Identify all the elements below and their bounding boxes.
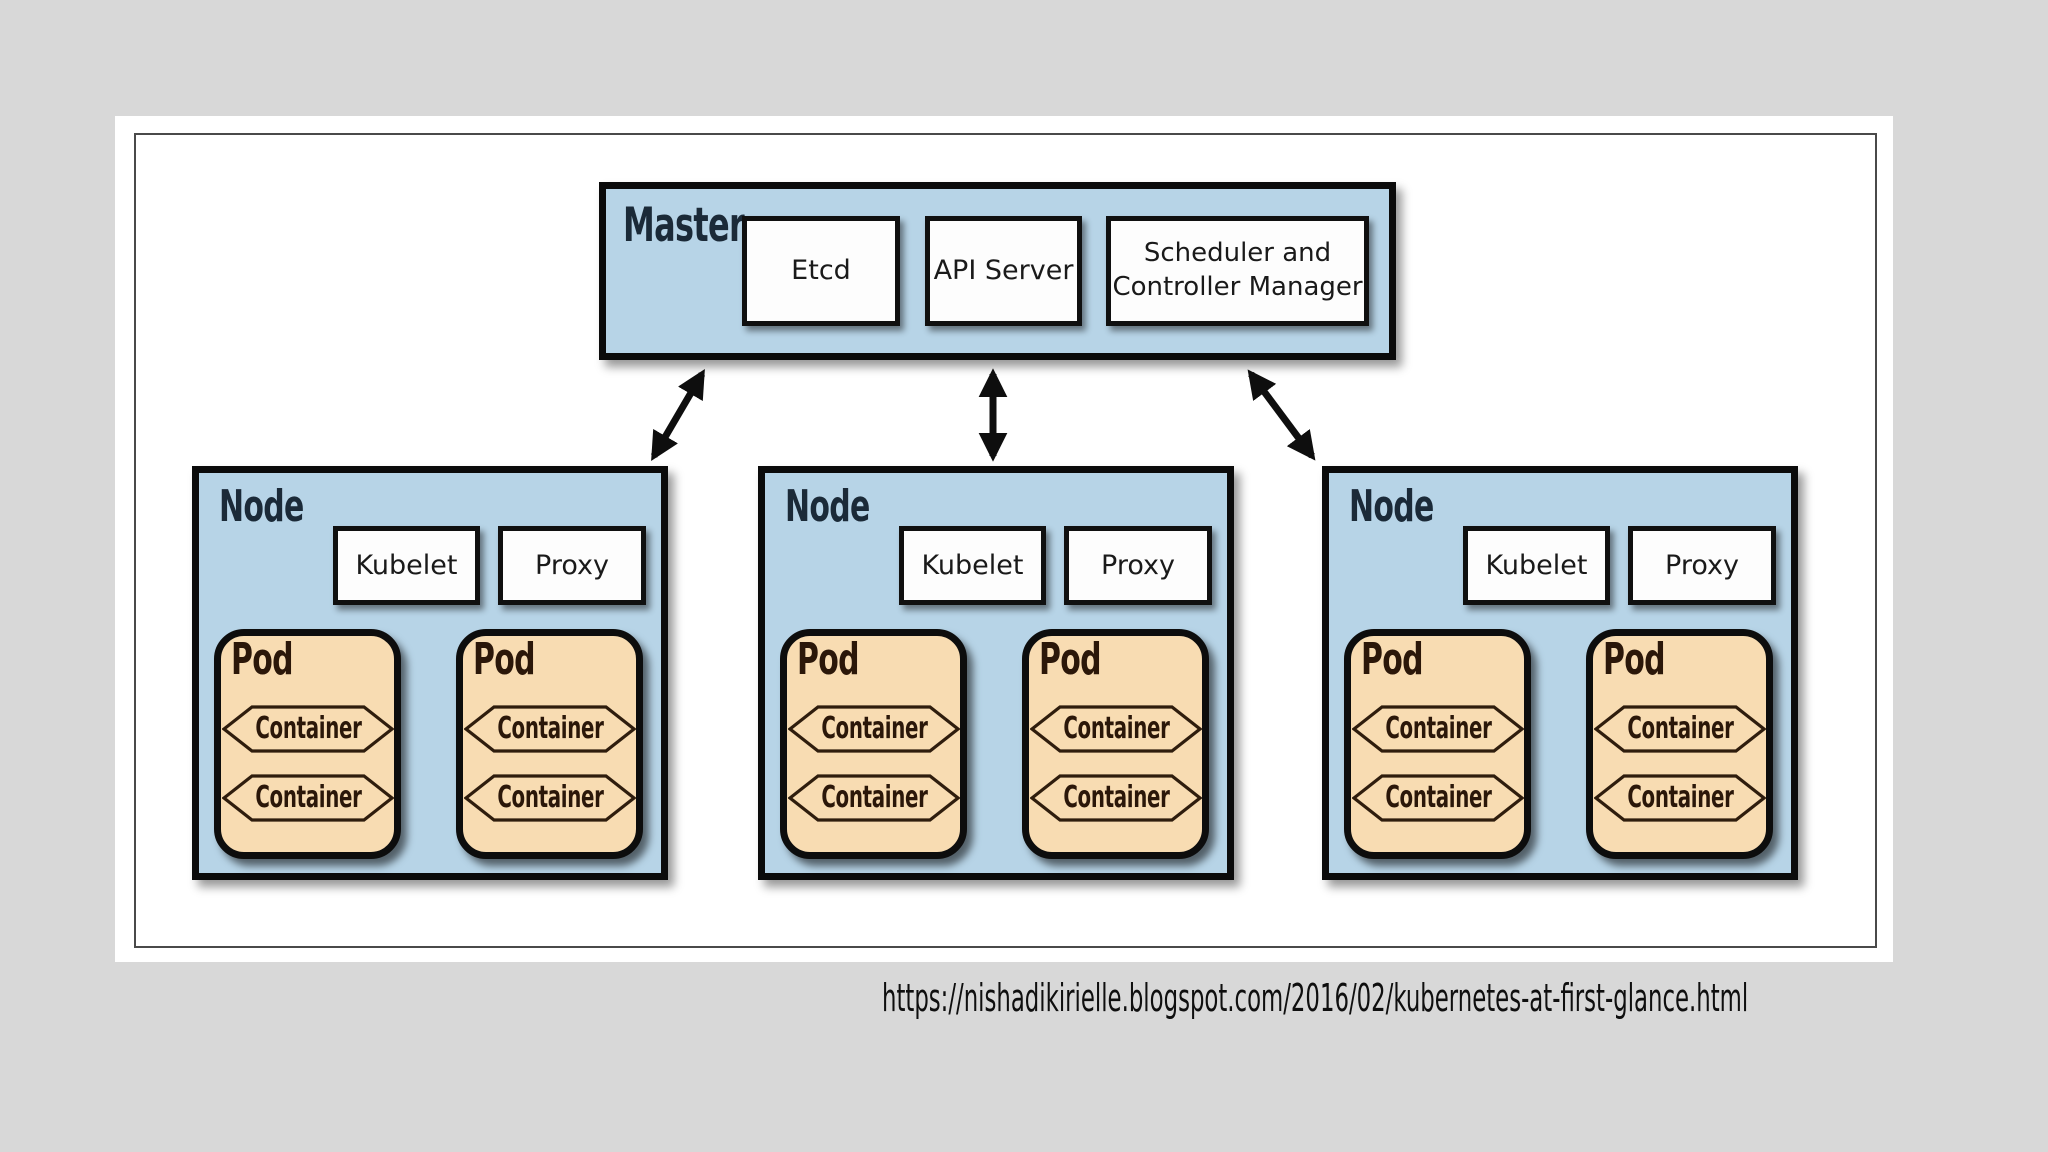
- container-hexagon: Container: [222, 773, 394, 823]
- container-hexagon: Container: [1030, 773, 1202, 823]
- container-label: Container: [1062, 780, 1170, 815]
- scheduler-controller-manager-box: Scheduler and Controller Manager: [1106, 216, 1369, 326]
- node2-proxy-box: Proxy: [1064, 526, 1212, 605]
- node2-proxy-label: Proxy: [1101, 549, 1175, 581]
- etcd-label: Etcd: [791, 255, 851, 287]
- container-hexagon: Container: [222, 704, 394, 754]
- pod-label: Pod: [473, 634, 536, 685]
- container-label: Container: [496, 711, 604, 746]
- node-box-3: Node Kubelet Proxy Pod Container Contain…: [1322, 466, 1798, 880]
- node3-label: Node: [1349, 481, 1434, 532]
- container-hexagon: Container: [464, 704, 636, 754]
- node1-label: Node: [219, 481, 304, 532]
- node3-proxy-box: Proxy: [1628, 526, 1776, 605]
- container-hexagon: Container: [788, 704, 960, 754]
- container-label: Container: [254, 711, 362, 746]
- node2-pod2: Pod Container Container: [1022, 629, 1209, 859]
- container-label: Container: [1384, 711, 1492, 746]
- node3-proxy-label: Proxy: [1665, 549, 1739, 581]
- container-label: Container: [1626, 780, 1734, 815]
- api-server-label: API Server: [933, 255, 1074, 287]
- container-hexagon: Container: [1594, 773, 1766, 823]
- node1-kubelet-label: Kubelet: [355, 549, 458, 581]
- container-hexagon: Container: [1030, 704, 1202, 754]
- container-label: Container: [820, 711, 928, 746]
- node2-kubelet-label: Kubelet: [921, 549, 1024, 581]
- node-box-2: Node Kubelet Proxy Pod Container Contain…: [758, 466, 1234, 880]
- node3-pod1: Pod Container Container: [1344, 629, 1531, 859]
- pod-label: Pod: [1039, 634, 1102, 685]
- container-hexagon: Container: [1352, 773, 1524, 823]
- node1-pod2: Pod Container Container: [456, 629, 643, 859]
- etcd-box: Etcd: [742, 216, 900, 326]
- container-hexagon: Container: [464, 773, 636, 823]
- node1-kubelet-box: Kubelet: [333, 526, 480, 605]
- master-box: Master Etcd API Server Scheduler and Con…: [599, 182, 1396, 360]
- node3-pod2: Pod Container Container: [1586, 629, 1773, 859]
- node3-kubelet-box: Kubelet: [1463, 526, 1610, 605]
- pod-label: Pod: [231, 634, 294, 685]
- pod-label: Pod: [1603, 634, 1666, 685]
- node2-pod1: Pod Container Container: [780, 629, 967, 859]
- node2-kubelet-box: Kubelet: [899, 526, 1046, 605]
- container-hexagon: Container: [788, 773, 960, 823]
- source-url-text: https://nishadikirielle.blogspot.com/201…: [882, 976, 1749, 1020]
- pod-label: Pod: [797, 634, 860, 685]
- node2-label: Node: [785, 481, 870, 532]
- container-label: Container: [1626, 711, 1734, 746]
- node1-proxy-label: Proxy: [535, 549, 609, 581]
- node1-proxy-box: Proxy: [498, 526, 646, 605]
- master-label: Master: [623, 198, 745, 253]
- container-hexagon: Container: [1352, 704, 1524, 754]
- node1-pod1: Pod Container Container: [214, 629, 401, 859]
- container-label: Container: [820, 780, 928, 815]
- container-label: Container: [1384, 780, 1492, 815]
- container-label: Container: [254, 780, 362, 815]
- node3-kubelet-label: Kubelet: [1485, 549, 1588, 581]
- scheduler-controller-manager-label: Scheduler and Controller Manager: [1112, 238, 1363, 302]
- node-box-1: Node Kubelet Proxy Pod Container Contain…: [192, 466, 668, 880]
- pod-label: Pod: [1361, 634, 1424, 685]
- container-label: Container: [1062, 711, 1170, 746]
- container-hexagon: Container: [1594, 704, 1766, 754]
- source-url-caption: https://nishadikirielle.blogspot.com/201…: [882, 976, 2048, 1020]
- api-server-box: API Server: [925, 216, 1082, 326]
- container-label: Container: [496, 780, 604, 815]
